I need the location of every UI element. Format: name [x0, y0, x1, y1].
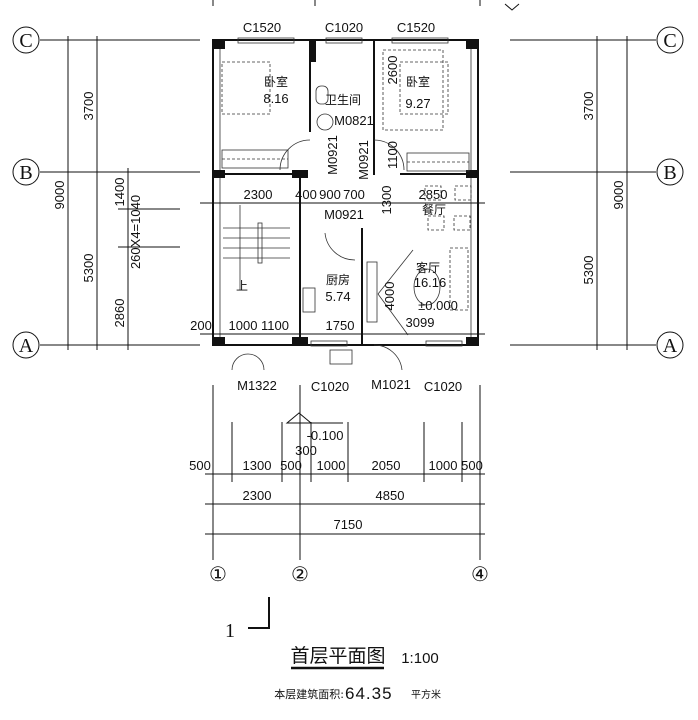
rooms-living-name-text: 客厅	[416, 260, 440, 275]
bottom_openings-1-text: C1020	[311, 379, 349, 394]
area-label: 本层建筑面积:	[274, 687, 344, 701]
window-labels-top: C1520 C1020 C1520	[243, 20, 435, 35]
inner_dims-row2-0-text: 200	[190, 318, 212, 333]
door-labels: M0821 M0921 M0921 M0921	[324, 113, 374, 222]
left_dims-stair-text: 260X4=1040	[128, 195, 143, 269]
bottom_openings-0-text: M1322	[237, 378, 277, 393]
doors-m0921_b-text: M0921	[356, 140, 371, 180]
bottom-dimensions: -0.100 300 500 1300 500 1000 2050 1000 5…	[189, 412, 485, 535]
top_windows-2-text: C1520	[397, 20, 435, 35]
left_dims-total-text: 9000	[52, 181, 67, 210]
bottom_dims-row1-0-text: 500	[189, 458, 211, 473]
inner_dims-row2-1-text: 1000	[229, 318, 258, 333]
section_mark-text: 1	[225, 620, 235, 642]
axis-bubble-c-left: C	[12, 26, 40, 54]
left_dims-d2860-text: 2860	[112, 299, 127, 328]
axis-bubble-4: ④	[471, 564, 489, 586]
axes-c-text: C	[19, 30, 32, 52]
right_dims-bc-text: 3700	[581, 92, 596, 121]
area-value: 64.35	[345, 684, 393, 703]
rooms-bedroom_right-area-text: 9.27	[405, 96, 430, 111]
bottom_dims-row1-1-text: 1300	[243, 458, 272, 473]
rooms-bathroom-name-text: 卫生间	[325, 93, 361, 107]
inner_dims-row1-2-text: 900	[319, 187, 341, 202]
doors-m0921_c-text: M0921	[324, 207, 364, 222]
inner_dims-d3099-text: 3099	[406, 315, 435, 330]
bottom_dims-total-text: 7150	[334, 517, 363, 532]
rooms-bedroom_left-name-text: 卧室	[264, 74, 288, 89]
bottom_dims-row1-4-text: 2050	[372, 458, 401, 473]
inner_dims-row1-1-text: 400	[295, 187, 317, 202]
top_windows-1-text: C1020	[325, 20, 363, 35]
top-dim-remnants	[212, 0, 520, 11]
section-mark: 1	[225, 597, 270, 642]
left-dimensions: 9000 3700 5300 1400 260X4=1040 2860	[52, 36, 180, 350]
inner_dims-row2-2-text: 1100	[261, 318, 289, 333]
axes-b-text: B	[19, 162, 32, 184]
bottom_dims-row1-5-text: 1000	[429, 458, 458, 473]
axis-bubble-2: ②	[291, 564, 309, 586]
building-walls	[212, 37, 479, 347]
area-unit: 平方米	[411, 688, 441, 701]
inner_dims-elev-text: ±0.000	[418, 298, 458, 313]
doors-m0921_a-text: M0921	[325, 135, 340, 175]
drawing-title: 首层平面图 1:100 本层建筑面积: 64.35 平方米	[274, 645, 441, 703]
axes-b-text: B	[663, 162, 676, 184]
top_windows-0-text: C1520	[243, 20, 281, 35]
axis-bubble-b-right: B	[656, 158, 684, 186]
bottom_openings-3-text: C1020	[424, 379, 462, 394]
inner_dims-row1-3-text: 700	[343, 187, 365, 202]
left_dims-d1400-text: 1400	[112, 178, 127, 207]
rooms-bedroom_right-name-text: 卧室	[406, 74, 430, 89]
bottom_dims-d300-text: 300	[295, 443, 317, 458]
rooms-kitchen-name-text: 厨房	[326, 272, 350, 287]
bottom_openings-2-text: M1021	[371, 377, 411, 392]
axes-c-text: C	[663, 30, 676, 52]
bottom_dims-row1-2-text: 500	[280, 458, 302, 473]
left_dims-ab-text: 5300	[81, 254, 96, 283]
inner_dims-row1-0-text: 2300	[244, 187, 273, 202]
inner_dims-d2600-text: 2600	[385, 56, 400, 85]
axes-a-text: A	[663, 335, 678, 357]
furniture	[221, 49, 472, 371]
inner_dims-row2-3-text: 1750	[326, 318, 355, 333]
axis-bubble-a-right: A	[656, 331, 684, 359]
axis-bubble-c-right: C	[656, 26, 684, 54]
bottom_dims-row1-3-text: 1000	[317, 458, 346, 473]
bottom_dims-elev-text: -0.100	[307, 428, 344, 443]
inner_dims-d4000-text: 4000	[382, 282, 397, 311]
rooms-stair_up-text: 上	[236, 279, 248, 293]
rooms-bedroom_left-area-text: 8.16	[263, 91, 288, 106]
axes-a-text: A	[19, 335, 34, 357]
axis-bubble-1: ①	[209, 564, 227, 586]
rooms-living-area-text: 16.16	[414, 275, 447, 290]
title-scale: 1:100	[401, 650, 439, 667]
inner_dims-row1-5-text: 2850	[419, 187, 448, 202]
right-dimensions: 3700 9000 5300	[581, 36, 628, 350]
left_dims-bc-text: 3700	[81, 92, 96, 121]
rooms-dining-name-text: 餐厅	[422, 202, 446, 217]
inner_dims-row1-4-text: 1300	[379, 186, 394, 215]
bottom_dims-row2-0-text: 2300	[243, 488, 272, 503]
inner-dimensions: 2600 1100 2300 400 900 700 1300 2850 400…	[190, 56, 485, 335]
axis-bubble-b-left: B	[12, 158, 40, 186]
bottom_dims-row2-1-text: 4850	[376, 488, 405, 503]
axis-bubble-a-left: A	[12, 331, 40, 359]
bottom_dims-row1-6-text: 500	[461, 458, 483, 473]
bottom-opening-labels: M1322 C1020 M1021 C1020	[237, 377, 462, 394]
right_dims-total-text: 9000	[611, 181, 626, 210]
rooms-kitchen-area-text: 5.74	[325, 289, 350, 304]
inner_dims-d1100-text: 1100	[385, 141, 400, 169]
doors-m0821-text: M0821	[334, 113, 374, 128]
title-name: 首层平面图	[290, 645, 385, 667]
right_dims-ab-text: 5300	[581, 256, 596, 285]
room-labels: 卧室 8.16 卫生间 卧室 9.27 餐厅 厨房 5.74 客厅 16.16 …	[236, 74, 446, 304]
